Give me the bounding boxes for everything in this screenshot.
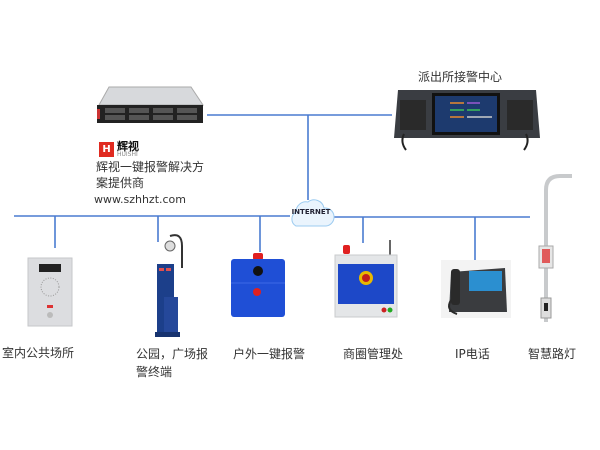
device-label-outdoor: 户外一键报警 [233, 347, 306, 361]
police-center-label: 派出所接警中心 [418, 70, 503, 84]
server-image [97, 86, 204, 123]
police-console-image [394, 90, 540, 151]
indoor-intercom-image [27, 257, 73, 327]
huishi-logo: H 辉视 HUISHI [99, 140, 139, 158]
park-alarm-pole-image [155, 234, 183, 337]
provider-website[interactable]: www.szhhzt.com [94, 193, 187, 206]
internet-cloud-icon [291, 199, 335, 227]
business-district-alarm-image [334, 240, 398, 318]
device-label-streetlight: 智慧路灯 [528, 347, 577, 361]
device-label-ip-phone: IP电话 [455, 347, 490, 361]
outdoor-alarm-box-image [231, 253, 285, 317]
device-label-park-line2: 警终端 [136, 365, 173, 379]
device-label-indoor: 室内公共场所 [2, 346, 75, 360]
smart-streetlight-image [538, 174, 572, 322]
provider-text-line1: 辉视一键报警解决方 [96, 160, 205, 174]
internet-label: INTERNET [291, 208, 331, 216]
device-label-business: 商圈管理处 [343, 347, 404, 361]
ip-phone-image [441, 260, 511, 318]
provider-text-line2: 案提供商 [96, 176, 145, 190]
device-label-park-line1: 公园，广场报 [136, 347, 209, 361]
